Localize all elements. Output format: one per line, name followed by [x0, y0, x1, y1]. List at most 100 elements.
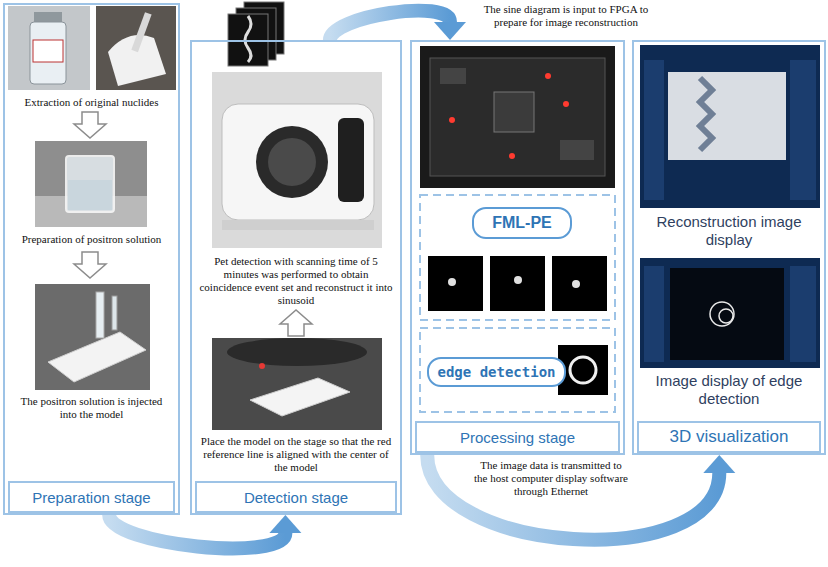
stage-title-box: 3D visualization	[637, 421, 821, 453]
process-label: edge detection	[437, 364, 555, 380]
syringe-photo	[96, 6, 176, 90]
fpga-board-photo-part	[509, 153, 515, 159]
photo-caption: Place the model on the stage so that the…	[196, 435, 396, 474]
hollow-arrow-part	[280, 310, 312, 336]
reconstruction-screenshot	[640, 45, 820, 208]
edge-detection-screenshot-part	[790, 266, 816, 362]
reconstruction-screenshot-part	[640, 45, 820, 208]
process-label: FML-PE	[492, 214, 552, 232]
flow-arrow-body	[427, 455, 719, 540]
fpga-board-photo-part	[563, 101, 569, 107]
stage-title-box: Detection stage	[195, 481, 397, 513]
flow-note: The sine diagram is input to FPGA to pre…	[476, 3, 656, 29]
reconstruction-slices-part	[552, 256, 607, 311]
beaker-photo-part	[35, 141, 147, 227]
reconstruction-screenshot-part	[668, 72, 786, 160]
model-injection-photo-part	[96, 292, 104, 338]
screenshot-caption: Reconstruction image display	[638, 213, 820, 248]
model-on-stage-photo	[212, 338, 382, 430]
reconstruction-slices-part	[490, 256, 545, 311]
hollow-arrow-part	[74, 252, 106, 278]
fpga-board-photo-part	[494, 92, 534, 132]
vial-photo-part	[8, 6, 90, 90]
pet-scanner-photo-part	[222, 220, 374, 230]
model-on-stage-photo-part	[259, 363, 265, 369]
model-on-stage-photo-part	[250, 378, 350, 416]
reconstruction-slices-part	[572, 280, 580, 288]
pet-scanner-photo-part	[256, 126, 328, 198]
fpga-board-photo-part	[560, 140, 594, 160]
fpga-board-photo-part	[430, 58, 605, 176]
reconstruction-slices-part	[448, 278, 456, 286]
photo-caption: Pet detection with scanning time of 5 mi…	[198, 255, 394, 307]
hollow-arrow	[280, 310, 312, 336]
hollow-arrow	[74, 252, 106, 278]
model-on-stage-photo-part	[227, 338, 367, 366]
hollow-arrow	[74, 112, 106, 138]
syringe-photo-part	[96, 6, 176, 90]
edge-detection-screenshot-part	[640, 258, 820, 368]
reconstruction-slices-part	[428, 256, 483, 311]
edge-detection-screenshot-part	[719, 309, 733, 323]
stage-title-box: Preparation stage	[8, 481, 175, 513]
edge-detection-screenshot-part	[644, 266, 664, 362]
fpga-board-photo-part	[420, 46, 615, 188]
stage-title: 3D visualization	[669, 427, 788, 447]
dashed-group-box-part	[420, 195, 615, 320]
reconstruction-slices-part	[514, 276, 522, 284]
stage-panel: Processing stage FML-PE edge detection	[410, 40, 625, 455]
photo-caption: Preparation of positron solution	[9, 233, 174, 246]
process-box: edge detection	[427, 357, 566, 387]
flow-arrow-body	[330, 11, 450, 40]
stage-panel: Reconstruction image displayImage displa…	[632, 40, 826, 455]
model-injection-photo-part	[48, 332, 146, 382]
photo-caption: Extraction of original nuclides	[9, 96, 174, 109]
vial-photo-part	[34, 12, 62, 22]
pet-scanner-photo	[212, 72, 382, 248]
model-injection-photo-part	[35, 284, 150, 390]
flow-arrow	[330, 11, 466, 40]
pet-scanner-photo-part	[338, 118, 364, 202]
process-box: FML-PE	[472, 207, 572, 239]
model-injection-photo	[35, 284, 150, 390]
flow-arrow	[427, 455, 735, 540]
reconstruction-slices	[428, 256, 607, 311]
flow-note: The image data is transmitted to the hos…	[474, 459, 628, 498]
stage-panel: Pet detection with scanning time of 5 mi…	[190, 40, 402, 515]
syringe-photo-part	[131, 12, 151, 52]
fpga-board-photo-part	[545, 73, 551, 79]
hollow-arrow-part	[74, 112, 106, 138]
beaker-photo-part	[66, 156, 114, 212]
edge-detection-screenshot-part	[670, 268, 784, 360]
reconstruction-screenshot-part	[790, 60, 816, 200]
beaker-photo	[35, 141, 147, 227]
edge-detection-screenshot-part	[710, 302, 734, 326]
vial-photo-part	[33, 40, 63, 62]
flow-arrow-body	[109, 515, 285, 548]
stage-panel: Extraction of original nuclidesPreparati…	[3, 3, 180, 515]
stage-title: Detection stage	[244, 489, 348, 506]
arrow-head	[703, 455, 735, 473]
fpga-board-photo	[420, 46, 615, 188]
model-on-stage-photo-part	[212, 338, 382, 430]
pet-scanner-photo-part	[212, 72, 382, 248]
pet-scanner-photo-part	[268, 138, 316, 186]
arrow-head	[269, 515, 301, 533]
sinogram-stack-part	[245, 16, 251, 62]
reconstruction-screenshot-part	[644, 60, 664, 200]
model-injection-photo-part	[112, 296, 117, 330]
dashed-group-box	[420, 195, 615, 320]
screenshot-caption: Image display of edge detection	[638, 372, 820, 407]
edge-detection-image-part	[570, 357, 596, 383]
dashed-group-box-part	[420, 328, 615, 412]
stage-title: Processing stage	[460, 429, 575, 446]
pet-scanner-photo-part	[222, 104, 374, 220]
fpga-board-photo-part	[449, 117, 455, 123]
edge-detection-screenshot	[640, 258, 820, 368]
reconstruction-screenshot-part	[700, 78, 712, 150]
vial-photo-part	[30, 22, 66, 84]
flow-arrow	[109, 515, 301, 548]
photo-caption: The positron solution is injected into t…	[13, 395, 170, 421]
fpga-board-photo-part	[440, 68, 466, 84]
